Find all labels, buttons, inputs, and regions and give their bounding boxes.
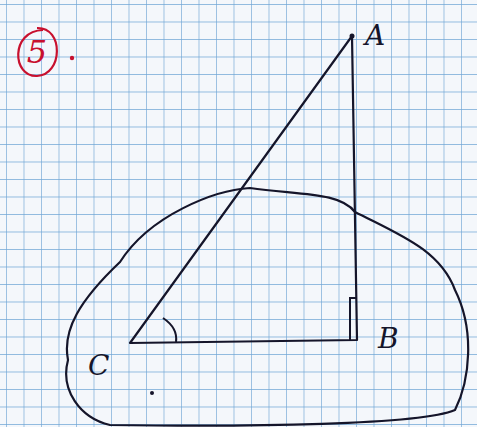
circle-stroke — [18, 28, 57, 76]
circled-number: 5 — [12, 27, 62, 77]
vertex-label: A — [365, 22, 385, 50]
right-angle-mark — [350, 298, 357, 340]
vertex-label: C — [88, 352, 109, 380]
angle-arc — [163, 318, 176, 342]
point-dot — [350, 34, 355, 39]
blob-outline — [66, 188, 468, 426]
vertex-label: B — [378, 325, 399, 353]
problem-number: 5 — [27, 36, 47, 68]
right-triangle — [130, 36, 357, 343]
number-dot — [70, 56, 74, 60]
stray-dot — [150, 391, 154, 395]
